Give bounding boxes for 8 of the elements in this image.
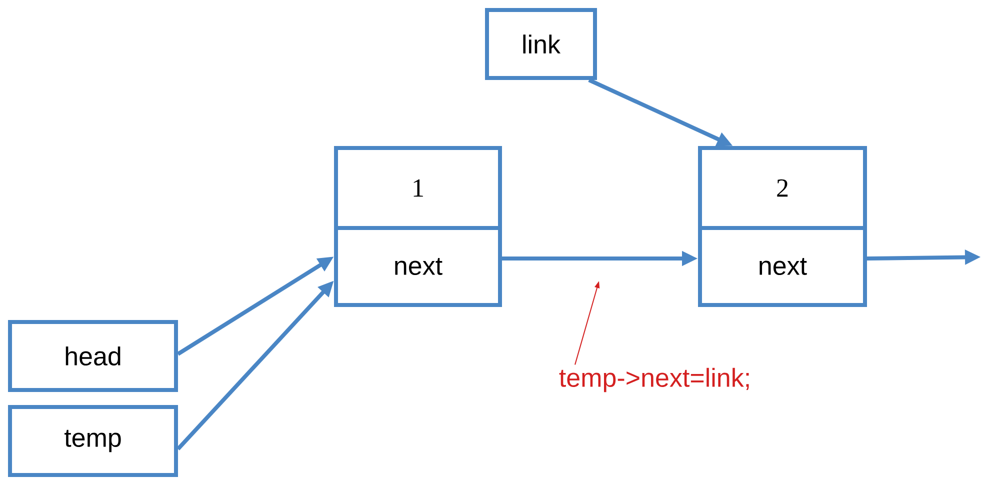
label-box: link bbox=[485, 8, 597, 80]
annotation-text: temp->next=link; bbox=[559, 368, 749, 392]
next-cell: next bbox=[334, 226, 502, 307]
label-box: head bbox=[8, 320, 178, 392]
value-cell: 2 bbox=[698, 146, 867, 230]
value-cell: 1 bbox=[334, 146, 502, 230]
next-cell: next bbox=[698, 226, 867, 307]
label-box: temp bbox=[8, 405, 178, 477]
